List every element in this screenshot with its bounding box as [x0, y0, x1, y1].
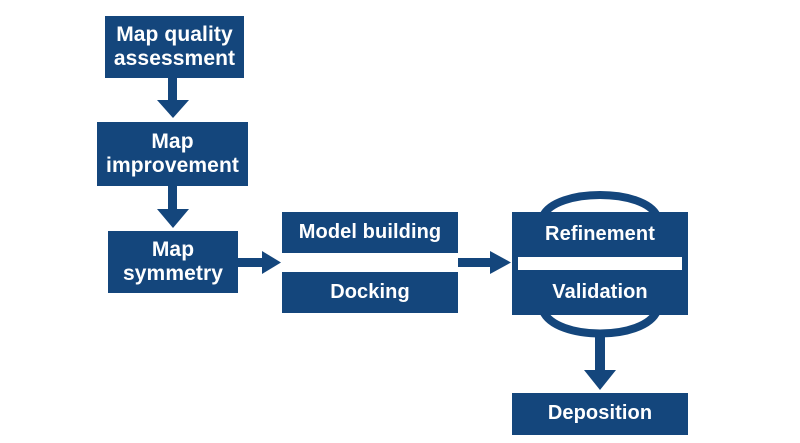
connector-map-improvement-to-map-symmetry — [157, 186, 189, 228]
node-label-map-quality-assessment: Map quality assessment — [113, 22, 236, 70]
node-label-model-building: Model building — [298, 220, 442, 243]
node-label-map-improvement: Map improvement — [106, 129, 239, 177]
connector-refinement-validation-cycle-top — [538, 191, 661, 224]
connector-cycle-to-deposition — [584, 330, 616, 390]
cycle-block-right-edge — [682, 257, 688, 270]
cycle-block-left-edge — [512, 257, 518, 270]
node-label-validation: Validation — [552, 280, 648, 303]
refinement-validation-separator — [518, 257, 682, 270]
node-label-docking: Docking — [330, 280, 410, 303]
connector-map-symmetry-to-model-docking — [238, 251, 281, 274]
node-refinement[interactable]: Refinement — [512, 212, 688, 257]
node-label-refinement: Refinement — [545, 222, 655, 245]
node-docking[interactable]: Docking — [282, 272, 458, 313]
node-map-symmetry[interactable]: Map symmetry — [108, 231, 238, 293]
node-deposition[interactable]: Deposition — [512, 393, 688, 435]
node-label-map-symmetry: Map symmetry — [122, 237, 224, 285]
node-model-building[interactable]: Model building — [282, 212, 458, 253]
connector-model-docking-to-refinement — [458, 251, 511, 274]
node-validation[interactable]: Validation — [512, 270, 688, 315]
connector-map-quality-to-map-improvement — [157, 78, 189, 118]
node-map-improvement[interactable]: Map improvement — [97, 122, 248, 186]
node-label-deposition: Deposition — [547, 402, 653, 425]
node-map-quality-assessment[interactable]: Map quality assessment — [105, 16, 244, 78]
